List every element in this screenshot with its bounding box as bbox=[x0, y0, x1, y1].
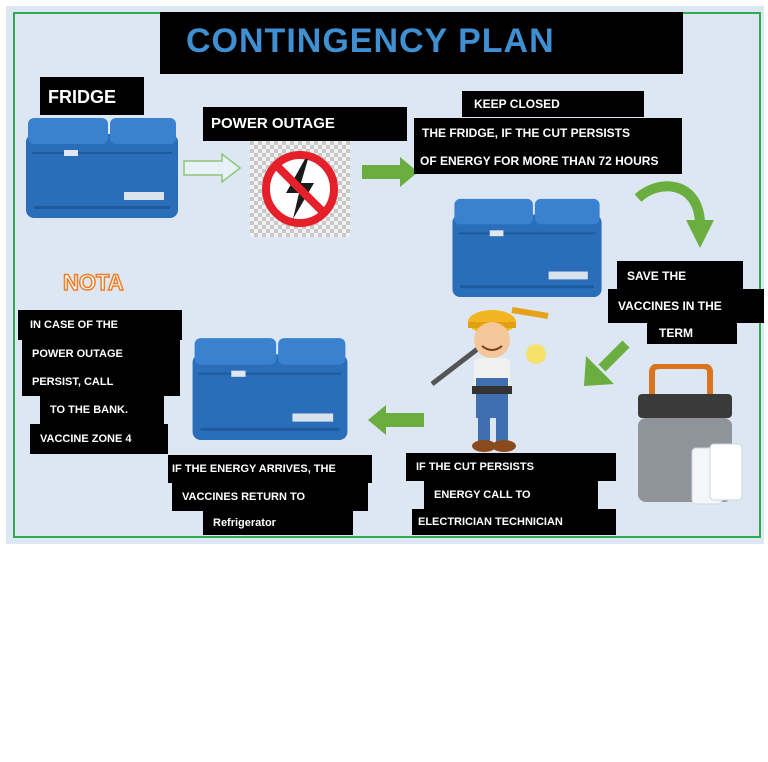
cut-persists-line-3: ELECTRICIAN TECHNICIAN bbox=[412, 509, 616, 535]
energy-arrives-line-3: Refrigerator bbox=[203, 511, 353, 535]
keep-closed-line-1: KEEP CLOSED bbox=[462, 91, 644, 117]
power-outage-label: POWER OUTAGE bbox=[203, 107, 407, 141]
fridge-cooler-icon bbox=[452, 198, 602, 298]
portable-cooler-icon bbox=[638, 364, 743, 505]
arrow-icon bbox=[362, 157, 418, 187]
energy-arrives-line-1: IF THE ENERGY ARRIVES, THE bbox=[168, 455, 372, 483]
arrow-icon bbox=[183, 152, 242, 184]
keep-closed-line-3: OF ENERGY FOR MORE THAN 72 HOURS bbox=[414, 146, 682, 174]
fridge-cooler-icon bbox=[26, 118, 178, 218]
title-banner: CONTINGENCY PLAN bbox=[160, 12, 683, 74]
page-title: CONTINGENCY PLAN bbox=[186, 22, 555, 60]
note-line-4: TO THE BANK. bbox=[40, 396, 164, 424]
arrow-icon bbox=[634, 181, 714, 248]
fridge-cooler-icon bbox=[192, 338, 348, 440]
note-heading: NOTA bbox=[62, 269, 124, 296]
save-vaccines-line-2: VACCINES IN THE bbox=[608, 289, 764, 323]
arrow-icon bbox=[584, 340, 630, 386]
fridge-label: FRIDGE bbox=[40, 77, 144, 115]
energy-arrives-line-2: VACCINES RETURN TO bbox=[172, 483, 368, 511]
note-line-2: POWER OUTAGE bbox=[22, 340, 180, 368]
save-vaccines-line-1: SAVE THE bbox=[617, 261, 743, 289]
electrician-icon bbox=[430, 307, 549, 452]
no-power-icon bbox=[250, 141, 350, 237]
cut-persists-line-2: ENERGY CALL TO bbox=[424, 481, 598, 509]
save-vaccines-line-3: TERM bbox=[647, 322, 737, 344]
note-line-3: PERSIST, CALL bbox=[22, 368, 180, 396]
note-line-1: IN CASE OF THE bbox=[18, 310, 182, 340]
note-line-5: VACCINE ZONE 4 bbox=[30, 424, 168, 454]
cut-persists-line-1: IF THE CUT PERSISTS bbox=[406, 453, 616, 481]
arrow-icon bbox=[368, 405, 424, 435]
keep-closed-line-2: THE FRIDGE, IF THE CUT PERSISTS bbox=[414, 118, 682, 146]
